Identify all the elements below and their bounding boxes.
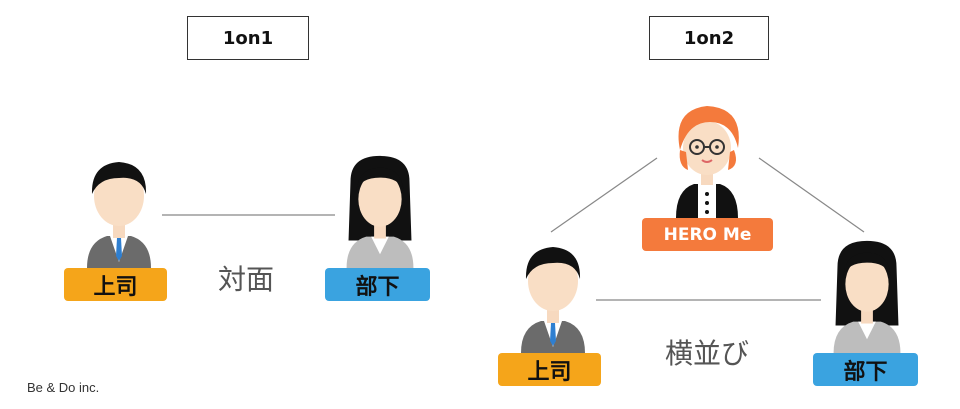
subordinate-figure-left bbox=[346, 155, 414, 269]
boss-label-left: 上司 bbox=[64, 268, 167, 301]
caption-face-to-face: 対面 bbox=[218, 263, 275, 296]
hero-figure bbox=[676, 106, 739, 218]
boss-figure-left bbox=[87, 162, 151, 268]
boss-label-right: 上司 bbox=[498, 353, 601, 386]
subordinate-label-right: 部下 bbox=[813, 353, 918, 386]
hero-label: HERO Me bbox=[642, 218, 773, 251]
company-credit: Be & Do inc. bbox=[27, 380, 100, 395]
subordinate-label-left: 部下 bbox=[325, 268, 430, 301]
title-1on1: 1on1 bbox=[187, 16, 309, 60]
subordinate-figure-right bbox=[833, 240, 901, 354]
connector-hero-boss bbox=[550, 157, 658, 233]
caption-side-by-side: 横並び bbox=[665, 337, 750, 370]
boss-figure-right bbox=[521, 247, 585, 353]
title-1on2: 1on2 bbox=[649, 16, 769, 60]
connector-hero-sub bbox=[758, 157, 865, 233]
